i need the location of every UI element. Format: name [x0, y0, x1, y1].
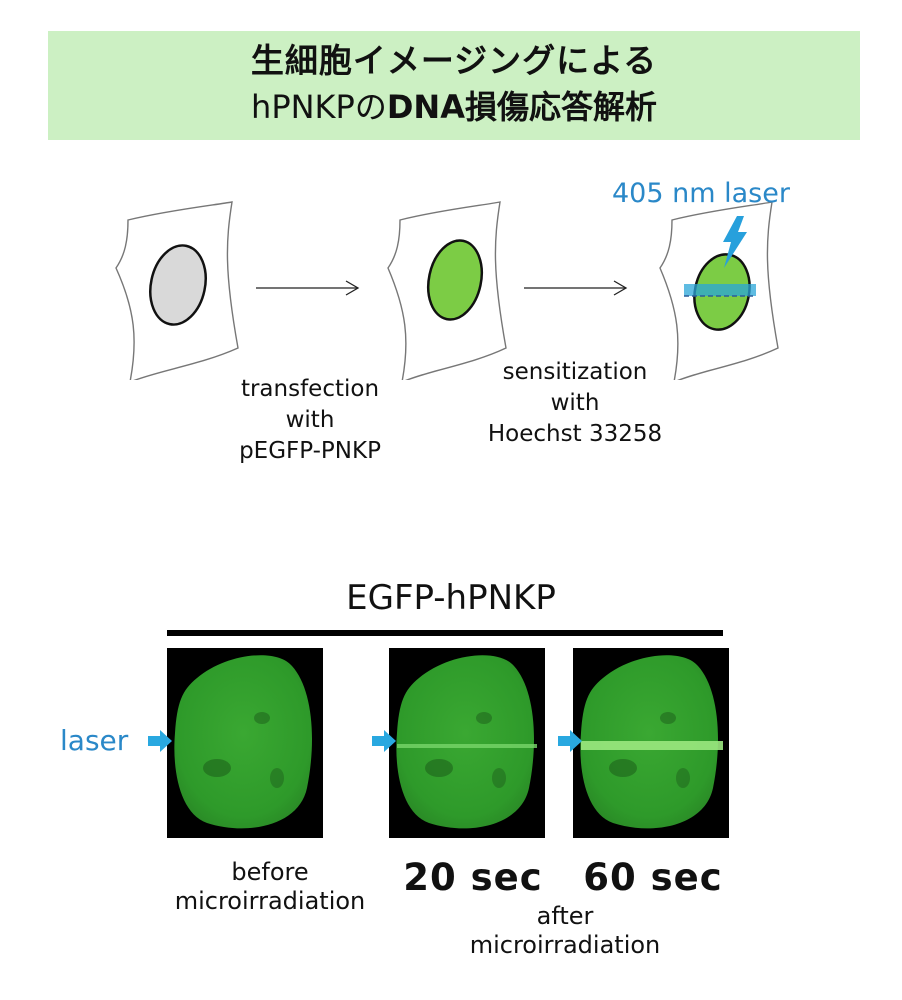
- panel-before: [167, 648, 323, 838]
- arrow-step-2: [524, 281, 626, 295]
- step-1-line-3: pEGFP-PNKP: [210, 436, 410, 467]
- time-20-sec: 20 sec: [398, 856, 548, 899]
- step-2-label: sensitization with Hoechst 33258: [470, 357, 680, 450]
- imaging-headline: EGFP-hPNKP: [0, 578, 902, 618]
- panel-60-sec: [573, 648, 729, 838]
- damage-stripe-60: [581, 741, 723, 750]
- caption-after-line-2: microirradiation: [440, 931, 690, 960]
- step-1-label: transfection with pEGFP-PNKP: [210, 374, 410, 467]
- laser-arrow-icon: [558, 730, 582, 752]
- grey-nucleus-icon: [143, 240, 212, 329]
- title-banner: 生細胞イメージングによる hPNKPのDNA損傷応答解析: [48, 31, 860, 140]
- cell-untransfected: [116, 202, 238, 380]
- laser-arrow-icon: [372, 730, 396, 752]
- cell-transfected: [388, 202, 506, 380]
- green-nucleus-icon: [421, 235, 488, 324]
- caption-after-line-1: after: [440, 902, 690, 931]
- caption-before: before microirradiation: [170, 858, 370, 916]
- title-line-2: hPNKPのDNA損傷応答解析: [48, 87, 860, 127]
- caption-before-line-1: before: [170, 858, 370, 887]
- panel-20-sec: [389, 648, 545, 838]
- title-line-2-a: hPNKPの: [251, 88, 387, 126]
- step-2-line-3: Hoechst 33258: [470, 419, 680, 450]
- step-1-line-2: with: [210, 405, 410, 436]
- step-2-line-2: with: [470, 388, 680, 419]
- title-line-1: 生細胞イメージングによる: [48, 41, 860, 81]
- cell-irradiated: [660, 202, 778, 380]
- laser-stripe: [684, 284, 756, 296]
- step-1-line-1: transfection: [210, 374, 410, 405]
- arrow-step-1: [256, 281, 358, 295]
- caption-before-line-2: microirradiation: [170, 887, 370, 916]
- step-2-line-1: sensitization: [470, 357, 680, 388]
- laser-arrow-icon: [148, 730, 172, 752]
- title-line-2-b: DNA損傷応答解析: [387, 88, 657, 126]
- caption-after: after microirradiation: [440, 902, 690, 960]
- laser-side-label: laser: [60, 724, 128, 757]
- damage-stripe-20: [397, 744, 537, 748]
- headline-underline: [167, 630, 723, 636]
- laser-label: 405 nm laser: [612, 178, 790, 209]
- time-60-sec: 60 sec: [578, 856, 728, 899]
